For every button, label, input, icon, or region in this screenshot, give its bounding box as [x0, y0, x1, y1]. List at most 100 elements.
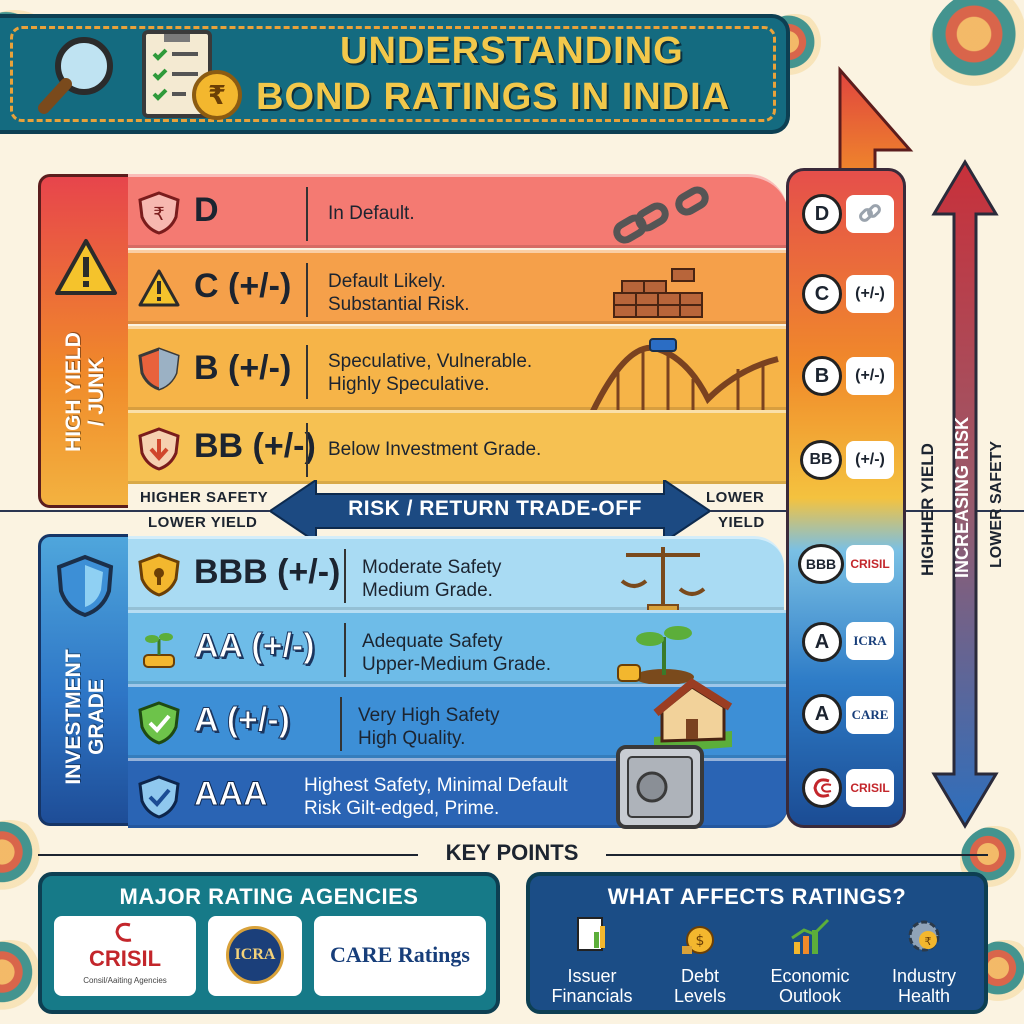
rating-description: Adequate Safety Upper-Medium Grade.	[362, 631, 552, 675]
high-yield-label: HIGH YIELD / JUNK	[61, 332, 108, 452]
icra-card: ICRA	[208, 916, 302, 996]
row-divider	[306, 187, 308, 241]
investment-grade-panel: INVESTMENT GRADE	[38, 534, 128, 826]
scale-tag: (+/-)	[846, 441, 894, 479]
shield-icon	[138, 347, 180, 391]
rupee-shield-icon: ₹	[138, 191, 180, 235]
factor-industry-health: ₹ Industry Health	[874, 916, 974, 1007]
factor-debt-levels: $ Debt Levels	[650, 916, 750, 1007]
plant-growth-icon	[617, 626, 694, 685]
rating-description: Highest Safety, Minimal Default Risk Gil…	[304, 775, 568, 819]
crisil-card: CRISIL Consil/Aaiting Agencies	[54, 916, 196, 996]
rating-description: Below Investment Grade.	[328, 439, 542, 460]
tradeoff-label: RISK / RETURN TRADE-OFF	[348, 497, 642, 520]
key-points-rule	[38, 854, 418, 856]
rating-grade: BBB (+/-)	[194, 553, 341, 591]
higher-safety-label: HIGHER SAFETY	[140, 489, 269, 506]
roller-coaster-icon	[589, 338, 779, 413]
warning-icon	[55, 239, 117, 295]
high-yield-panel: HIGH YIELD / JUNK	[38, 174, 128, 508]
care-name: CARE Ratings	[330, 942, 470, 967]
crisil-logo-icon	[802, 768, 842, 808]
lower-label: LOWER	[706, 489, 765, 506]
rating-row-aaa: AAA Highest Safety, Minimal Default Risk…	[128, 745, 788, 829]
lower-yield-label: LOWER YIELD	[148, 514, 258, 531]
rating-grade: C (+/-)	[194, 267, 292, 305]
financial-report-icon	[577, 917, 605, 951]
svg-text:$: $	[696, 933, 705, 949]
key-points-rule	[606, 854, 988, 856]
rating-grade: A (+/-)	[193, 701, 291, 740]
rating-grade: D	[194, 191, 219, 229]
factor-issuer-financials: Issuer Financials	[542, 916, 642, 1007]
rating-grade: BB (+/-)	[194, 427, 316, 465]
row-divider	[344, 549, 346, 603]
row-divider	[306, 345, 308, 399]
gear-rupee-icon: ₹	[908, 920, 940, 952]
rating-row-bb: BB (+/-) Below Investment Grade.	[128, 410, 788, 484]
crisil-tag: CRISIL	[846, 545, 894, 583]
rating-description: Moderate Safety Medium Grade.	[362, 557, 502, 601]
crisil-subtitle: Consil/Aaiting Agencies	[83, 976, 167, 985]
care-card: CARE Ratings	[314, 916, 486, 996]
risk-double-arrow	[931, 159, 999, 829]
rating-row-c: C (+/-) Default Likely. Substantial Risk…	[128, 250, 788, 324]
yield-label: YIELD	[718, 514, 765, 531]
rating-row-b: B (+/-) Speculative, Vulnerable. Highly …	[128, 326, 788, 413]
check-shield-icon	[138, 775, 180, 819]
svg-text:₹: ₹	[925, 935, 932, 948]
scale-pill: A	[802, 622, 842, 662]
row-divider	[306, 423, 308, 477]
crumbling-wall-icon	[613, 268, 703, 318]
rating-description: Very High Safety High Quality.	[358, 705, 500, 749]
page-title-line1: UNDERSTANDING	[340, 30, 684, 72]
rating-row-bbb: BBB (+/-) Moderate Safety Medium Grade.	[128, 536, 784, 614]
crisil-tag: CRISIL	[846, 769, 894, 807]
rating-row-aa: AA (+/-) Adequate Safety Upper-Medium Gr…	[128, 610, 788, 685]
care-tag: CARE	[846, 696, 894, 734]
crisil-logo-icon	[115, 922, 132, 942]
checklist-icon	[142, 30, 212, 118]
check-shield-icon	[138, 701, 180, 745]
rating-description: Default Likely. Substantial Risk.	[328, 271, 470, 315]
rating-grade: B (+/-)	[194, 349, 292, 387]
magnifier-icon	[38, 37, 113, 114]
header-border	[10, 26, 776, 122]
rating-description: In Default.	[328, 203, 415, 224]
paisley-ornament	[930, 0, 1024, 100]
icra-logo: ICRA	[226, 926, 284, 984]
row-divider	[340, 697, 342, 751]
increasing-risk-label: INCREASING RISK	[952, 416, 972, 578]
lower-safety-label: LOWER SAFETY	[988, 440, 1005, 568]
header-banner	[0, 14, 790, 134]
lock-shield-icon	[138, 553, 180, 597]
scale-tag: (+/-)	[846, 275, 894, 313]
scale-pill: B	[802, 356, 842, 396]
rating-description: Speculative, Vulnerable. Highly Speculat…	[328, 351, 533, 395]
investment-grade-label: INVESTMENT GRADE	[61, 649, 108, 785]
rating-row-d: ₹ D In Default.	[128, 174, 788, 248]
icra-tag: ICRA	[846, 622, 894, 660]
rising-yield-arrow	[838, 66, 914, 182]
page-title-line2: BOND RATINGS IN INDIA	[256, 76, 731, 118]
scale-pill: BBB	[798, 544, 844, 584]
scale-pill: C	[802, 274, 842, 314]
money-bag-icon: $	[682, 926, 714, 954]
agencies-title: MAJOR RATING AGENCIES	[119, 884, 419, 909]
broken-chain-icon	[613, 186, 709, 244]
sprout-coins-icon	[143, 633, 175, 668]
balance-scale-icon	[620, 547, 706, 614]
svg-text:₹: ₹	[153, 204, 164, 225]
rating-agencies-box: MAJOR RATING AGENCIES CRISIL Consil/Aait…	[38, 872, 500, 1014]
factors-title: WHAT AFFECTS RATINGS?	[607, 884, 907, 909]
link-icon	[846, 195, 894, 233]
down-arrow-shield-icon	[138, 427, 180, 471]
warning-icon	[138, 269, 180, 307]
key-points-title: KEY POINTS	[445, 840, 579, 865]
tradeoff-arrow	[270, 480, 710, 542]
scale-pill: BB	[800, 440, 842, 480]
row-divider	[306, 263, 308, 317]
higher-yield-label: HIGHHER YIELD	[918, 443, 937, 576]
shield-icon	[56, 554, 114, 618]
rating-factors-box: WHAT AFFECTS RATINGS? Issuer Financials …	[526, 872, 988, 1014]
